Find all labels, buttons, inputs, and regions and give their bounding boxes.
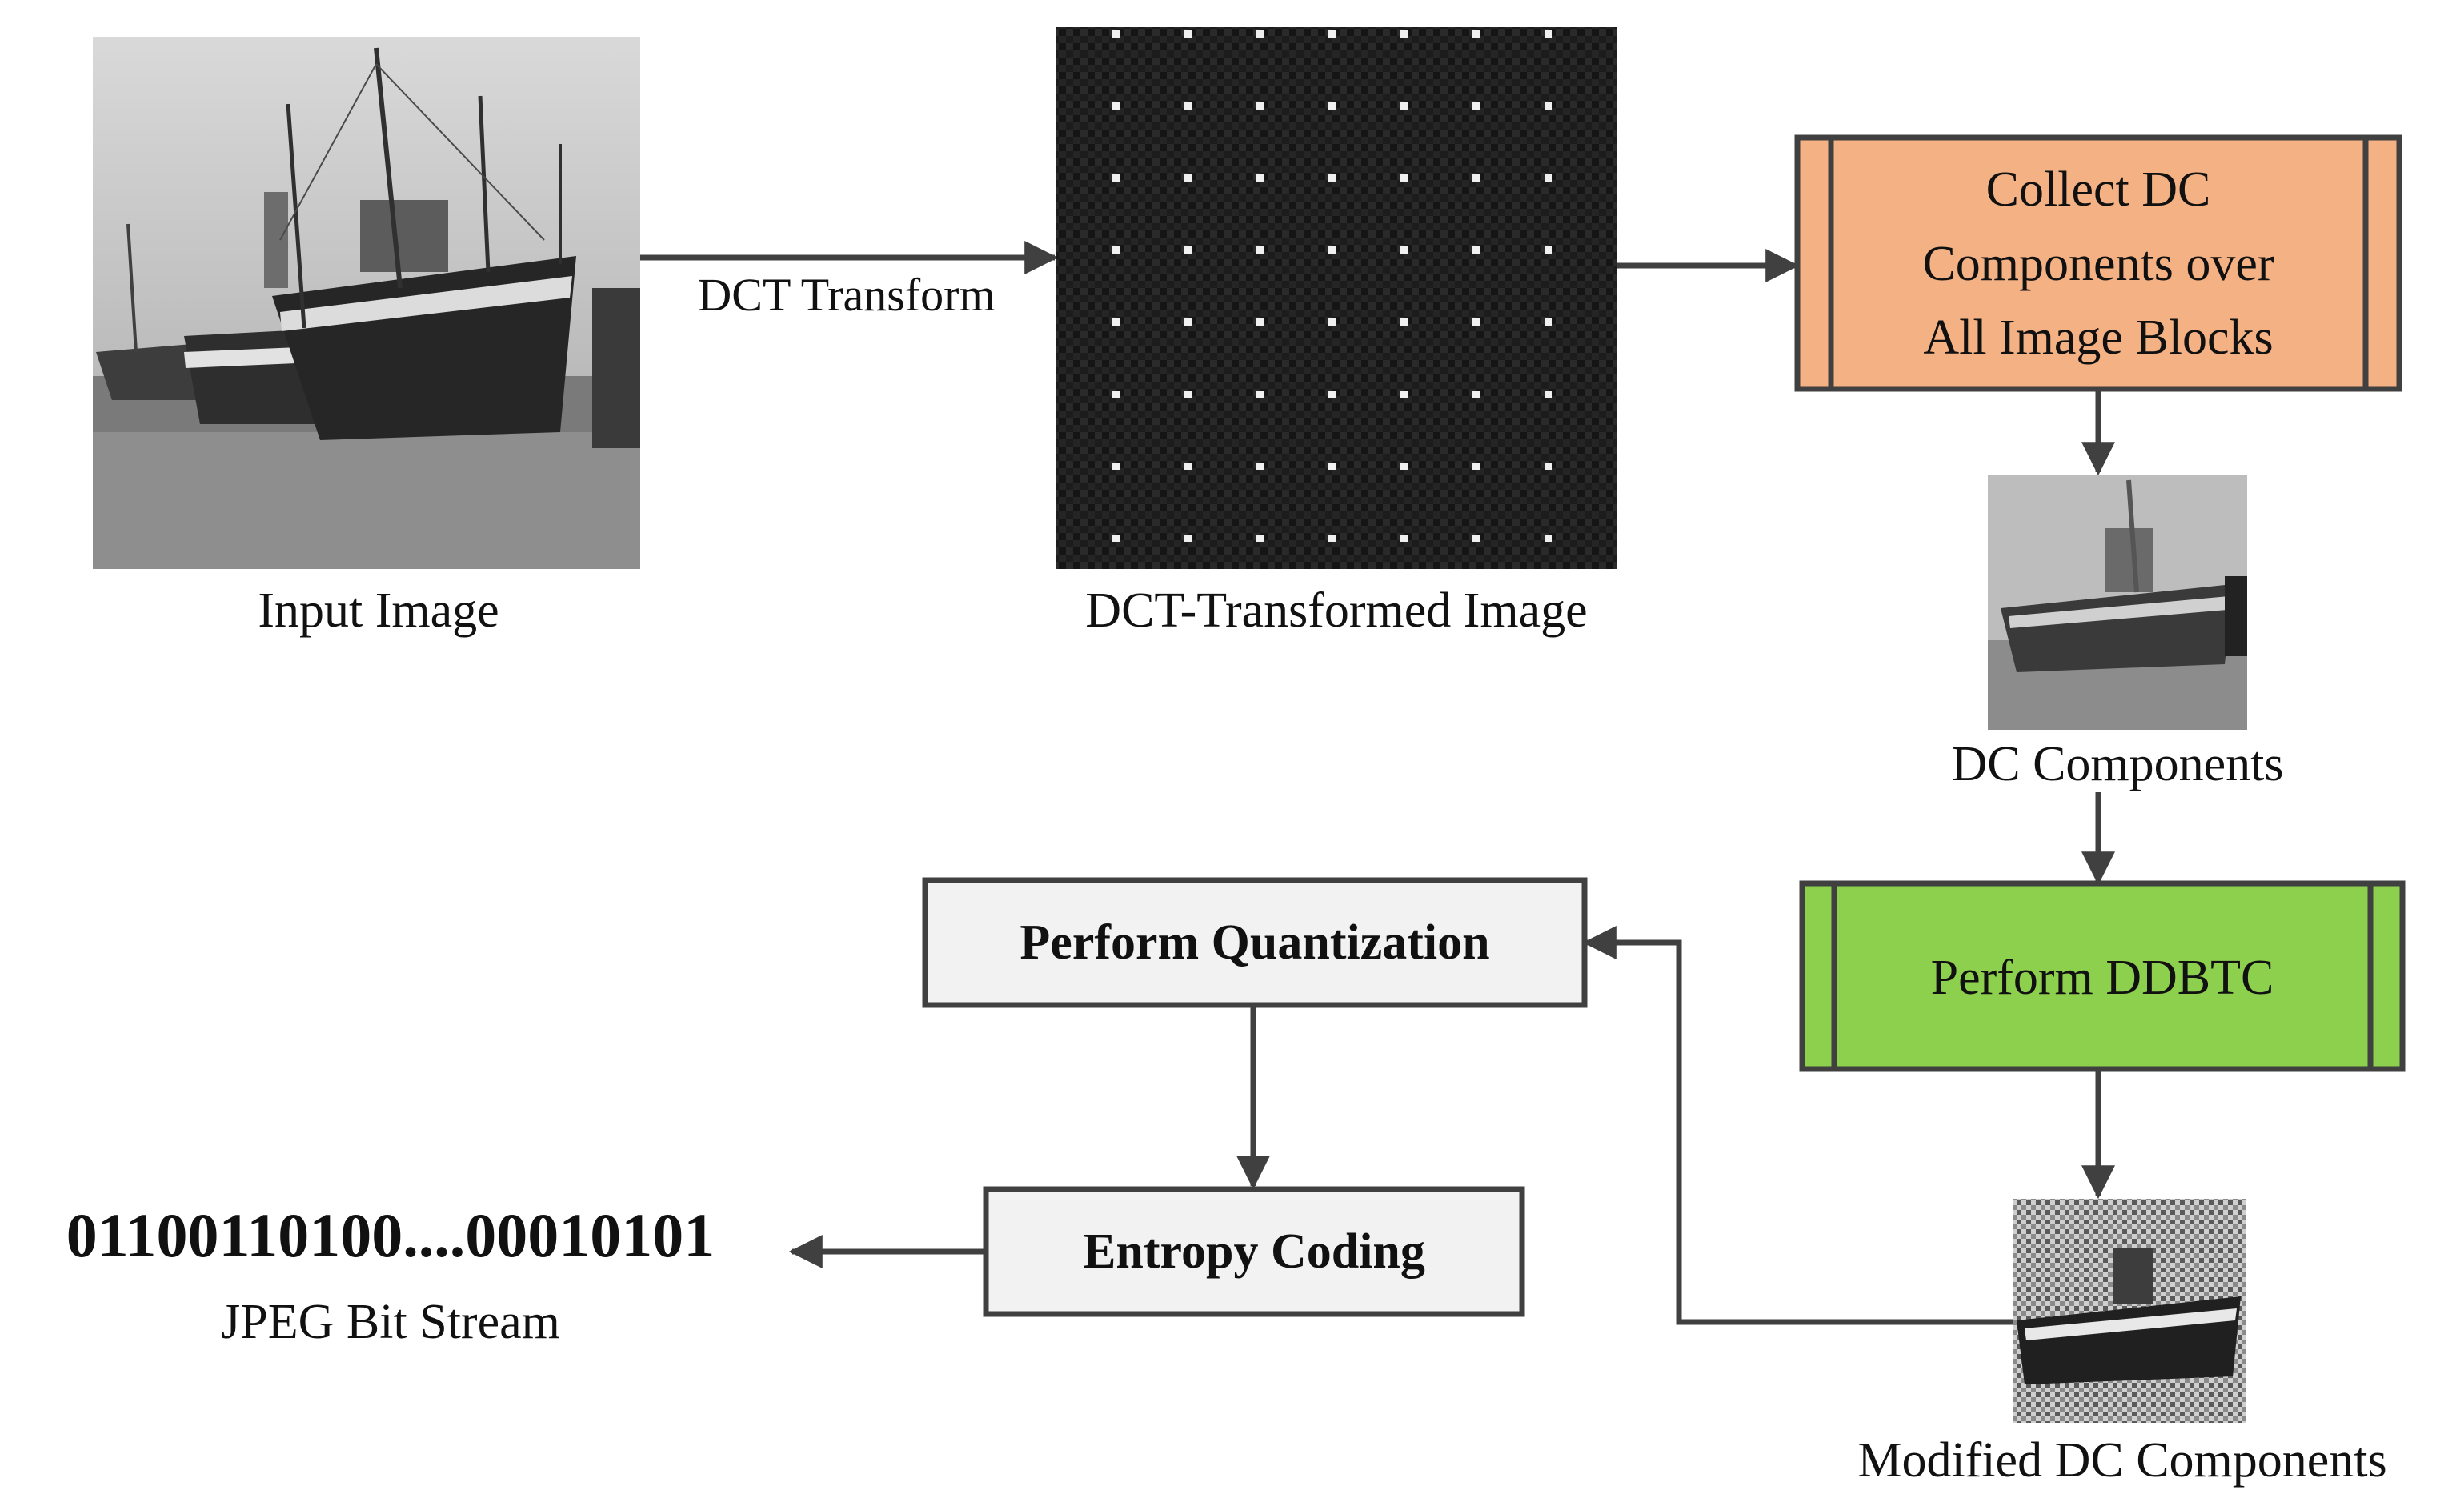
dct-transformed-image-caption: DCT-Transformed Image: [1085, 583, 1587, 638]
perform-quantization-label: Perform Quantization: [1020, 915, 1489, 970]
collect-dc-line-1: Collect DC: [1986, 162, 2211, 217]
halftone-boat-icon: [2013, 1199, 2246, 1423]
dct-coefficient-grid-icon: [1056, 27, 1617, 569]
perform-ddbtc-box: Perform DDBTC: [1799, 880, 2406, 1072]
jpeg-bit-stream-caption: JPEG Bit Stream: [221, 1295, 560, 1349]
collect-dc-line-2: Components over: [1922, 237, 2274, 291]
entropy-coding-label: Entropy Coding: [1083, 1224, 1425, 1279]
low-resolution-boat-icon: [1988, 475, 2247, 730]
dct-transform-label: DCT Transform: [698, 269, 995, 321]
perform-quantization-box: Perform Quantization: [922, 877, 1588, 1008]
modified-dc-components-image: Modified DC Components: [1857, 1199, 2387, 1488]
collect-dc-components-box: Collect DC Components over All Image Blo…: [1794, 134, 2402, 392]
boat-photo-icon: [93, 37, 640, 569]
jpeg-bit-stream-output: 01100110100....00010101 JPEG Bit Stream: [66, 1200, 715, 1349]
arrow-modified-to-quantization: [1582, 926, 2013, 1325]
input-image: Input Image: [93, 37, 640, 638]
entropy-coding-box: Entropy Coding: [983, 1186, 1525, 1317]
dc-components-caption: DC Components: [1951, 737, 2283, 791]
input-image-caption: Input Image: [258, 583, 499, 638]
dc-components-image: DC Components: [1951, 475, 2284, 791]
dct-transformed-image: DCT-Transformed Image: [1056, 27, 1617, 638]
modified-dc-components-caption: Modified DC Components: [1857, 1433, 2386, 1488]
perform-ddbtc-label: Perform DDBTC: [1931, 951, 2274, 1005]
collect-dc-line-3: All Image Blocks: [1923, 310, 2273, 365]
bit-stream-value: 01100110100....00010101: [66, 1200, 715, 1270]
